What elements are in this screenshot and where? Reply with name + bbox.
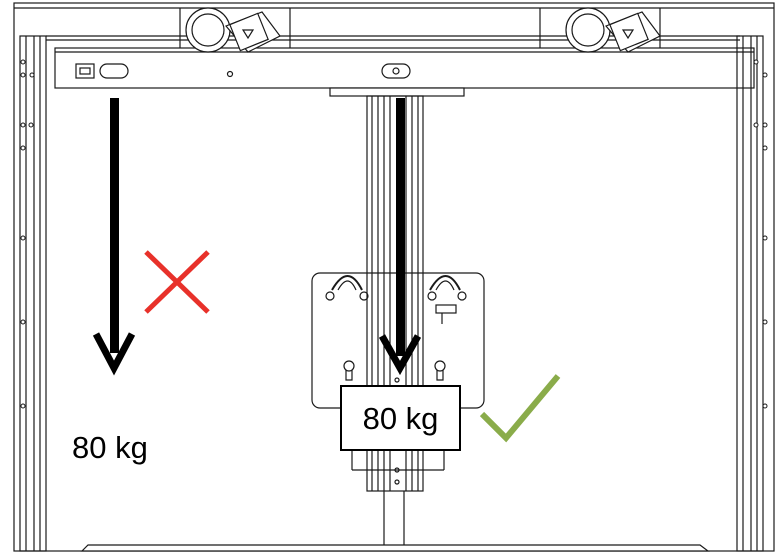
load-label-correct: 80 kg (362, 400, 439, 436)
central-column (80, 87, 710, 552)
load-label-wrong: 80 kg (72, 430, 148, 465)
motor-right (565, 7, 661, 53)
load-box: 80 kg (340, 385, 461, 451)
arrow-correct-position (378, 98, 422, 376)
arrow-wrong-position (92, 98, 136, 376)
post-screws (20, 59, 768, 409)
frame (13, 2, 775, 552)
motor-left (185, 7, 281, 53)
check-mark-icon (479, 374, 561, 443)
cross-mark-icon (144, 250, 210, 314)
